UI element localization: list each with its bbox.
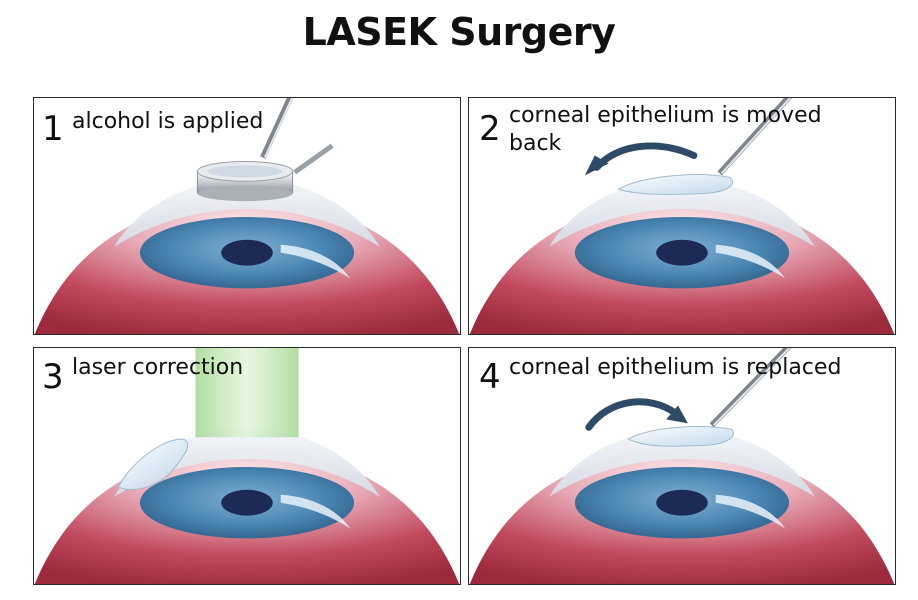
step-number: 1 <box>42 109 64 149</box>
arrow-forward-icon <box>585 398 680 431</box>
folded-epithelium <box>117 438 189 491</box>
epithelium-flap <box>627 426 734 447</box>
step-3-panel: 3 laser correction <box>33 347 461 585</box>
pupil <box>221 239 273 266</box>
step-label-line-1: corneal epithelium is moved <box>509 103 822 128</box>
step-2-panel: 2 corneal epithelium is moved back <box>468 97 896 335</box>
eye-illustration <box>34 348 460 584</box>
spatula <box>717 98 793 176</box>
laser-beam <box>195 348 299 438</box>
step-1-panel: 1 alcohol is applied <box>33 97 461 335</box>
dropper <box>260 98 294 159</box>
step-number: 4 <box>479 357 501 397</box>
alcohol-well <box>196 160 294 202</box>
eye-illustration <box>34 98 460 334</box>
arrow-back-icon <box>593 142 698 171</box>
eye-illustration <box>469 348 895 584</box>
step-label-line-2: back <box>509 131 562 156</box>
spatula <box>709 348 792 428</box>
step-label: alcohol is applied <box>72 109 264 134</box>
step-label: corneal epithelium is replaced <box>509 355 842 380</box>
step-4-panel: 4 corneal epithelium is replaced <box>468 347 896 585</box>
step-number: 3 <box>42 357 64 397</box>
step-number: 2 <box>479 109 501 149</box>
step-label: laser correction <box>72 355 244 380</box>
page-title: LASEK Surgery <box>302 10 616 54</box>
epithelium-flap <box>617 174 734 195</box>
eye-illustration <box>469 98 895 334</box>
